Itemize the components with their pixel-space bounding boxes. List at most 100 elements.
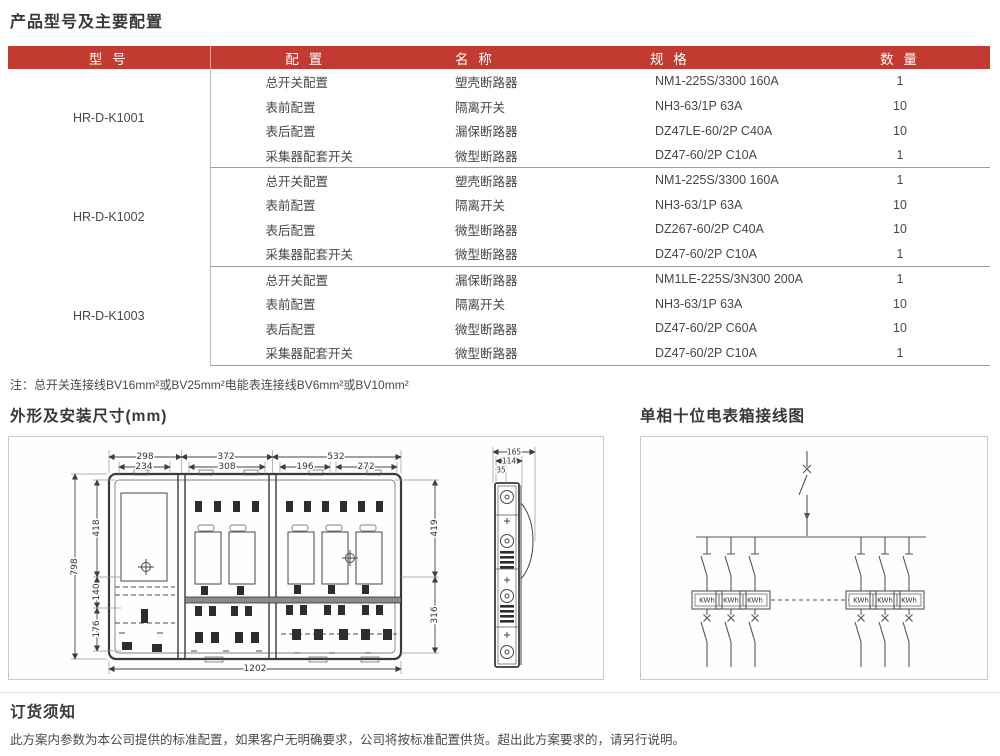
table-row: 采集器配套开关 微型断路器 DZ47-60/2P C10A 1 [8, 340, 990, 366]
dim-label: 418 [92, 519, 102, 536]
dim-label: 532 [327, 452, 344, 462]
circle-plus-mark [342, 550, 358, 566]
dim-label: 798 [70, 558, 80, 575]
dim-label: 1202 [244, 664, 267, 674]
model-cell: HR-D-K1002 [8, 167, 211, 267]
ordering-text: 此方案内参数为本公司提供的标准配置，如果客户无明确要求，公司将按标准配置供货。超… [10, 733, 686, 747]
model-cell: HR-D-K1001 [8, 69, 211, 168]
wiring-diagram: KWh KWh KWh KWh [691, 451, 926, 667]
qty-cell: 1 [810, 143, 990, 169]
name-cell: 塑壳断路器 [455, 174, 518, 189]
qty-cell: 10 [893, 321, 907, 336]
dim-label: 272 [357, 462, 374, 472]
table-row: 表后配置 微型断路器 DZ47-60/2P C60A 10 [8, 316, 990, 341]
table-row: 采集器配套开关 微型断路器 DZ47-60/2P C10A 1 [8, 241, 990, 267]
qty-cell: 10 [893, 123, 907, 138]
name-cell: 隔离开关 [455, 298, 506, 313]
qty-cell: 1 [896, 74, 904, 89]
spec-cell: DZ47-60/2P C10A [595, 340, 810, 366]
config-cell: 采集器配套开关 [210, 241, 400, 267]
configuration-table: 型 号 配 置 名 称 规 格 数 量 HR-D-K1001 总开关配置 塑壳断… [8, 46, 990, 366]
dim-label: 419 [430, 519, 440, 536]
kwh-meter-label: KWh [853, 597, 869, 605]
spec-cell: NM1-225S/3300 160A [655, 74, 779, 89]
meter-branch: KWh [845, 537, 877, 667]
meter-branch: KWh [739, 537, 771, 667]
dim-label: 316 [430, 606, 440, 623]
dim-label: 114 [502, 457, 517, 466]
dim-label: 35 [496, 466, 506, 475]
header-qty: 数 量 [810, 46, 990, 69]
side-view-drawing [494, 482, 534, 668]
header-model: 型 号 [8, 46, 211, 69]
name-cell: 微型断路器 [400, 143, 595, 169]
config-cell: 表后配置 [265, 223, 316, 238]
table-header-row: 型 号 配 置 名 称 规 格 数 量 [8, 46, 990, 69]
config-cell: 总开关配置 [265, 273, 329, 288]
ordering-title: 订货须知 [10, 704, 77, 721]
name-cell: 塑壳断路器 [455, 75, 518, 90]
kwh-meter-label: KWh [747, 597, 763, 605]
dim-label: 196 [296, 462, 313, 472]
outline-drawing-panel: 298 372 532 234 308 196 272 798 418 140 [8, 436, 604, 680]
config-cell: 总开关配置 [265, 174, 329, 189]
name-cell: 微型断路器 [400, 340, 595, 366]
name-cell: 微型断路器 [400, 241, 595, 267]
table-row: 表后配置 漏保断路器 DZ47LE-60/2P C40A 10 [8, 118, 990, 143]
spec-cell: NM1LE-225S/3N300 200A [655, 272, 804, 287]
side-view-dimensions: 165 114 35 [492, 446, 536, 541]
name-cell: 微型断路器 [455, 322, 518, 337]
table-row: 表后配置 微型断路器 DZ267-60/2P C40A 10 [8, 217, 990, 242]
config-cell: 表后配置 [265, 322, 316, 337]
wiring-diagram-panel: KWh KWh KWh KWh [640, 436, 988, 680]
section-title-wiring: 单相十位电表箱接线图 [640, 408, 806, 425]
qty-cell: 1 [896, 173, 904, 188]
spec-cell: NH3-63/1P 63A [655, 197, 743, 212]
config-cell: 总开关配置 [265, 75, 329, 90]
qty-cell: 10 [893, 99, 907, 114]
meter-branch: KWh [691, 537, 723, 667]
spec-cell: DZ47-60/2P C10A [595, 241, 810, 267]
spec-cell: DZ47-60/2P C60A [655, 321, 757, 336]
header-name: 名 称 [400, 46, 595, 69]
config-cell: 表前配置 [265, 100, 316, 115]
dim-label: 234 [135, 462, 152, 472]
main-switch-symbol [798, 451, 812, 536]
meter-branch: KWh [893, 537, 925, 667]
section-title-dimensions: 外形及安装尺寸(mm) [10, 408, 168, 425]
page-title: 产品型号及主要配置 [10, 14, 164, 31]
qty-cell: 10 [893, 197, 907, 212]
kwh-meter-label: KWh [901, 597, 917, 605]
qty-cell: 10 [893, 296, 907, 311]
table-row: 表前配置 隔离开关 NH3-63/1P 63A 10 [8, 94, 990, 119]
outline-drawing: 298 372 532 234 308 196 272 798 418 140 [69, 446, 536, 676]
vent-slats [500, 551, 514, 623]
name-cell: 隔离开关 [455, 199, 506, 214]
name-cell: 漏保断路器 [455, 273, 518, 288]
name-cell: 隔离开关 [455, 100, 506, 115]
dim-label: 176 [92, 620, 102, 637]
qty-cell: 10 [893, 222, 907, 237]
front-view-drawing [107, 469, 403, 663]
qty-cell: 1 [896, 272, 904, 287]
table-row: 表前配置 隔离开关 NH3-63/1P 63A 10 [8, 291, 990, 316]
config-cell: 表前配置 [265, 199, 316, 214]
kwh-meter-label: KWh [877, 597, 893, 605]
model-cell: HR-D-K1003 [8, 266, 211, 366]
spec-cell: NH3-63/1P 63A [655, 296, 743, 311]
header-spec: 规 格 [595, 46, 810, 69]
qty-cell: 1 [810, 340, 990, 366]
spec-cell: NH3-63/1P 63A [655, 99, 743, 114]
meter-branch: KWh [715, 537, 747, 667]
spec-cell: NM1-225S/3300 160A [655, 173, 779, 188]
name-cell: 微型断路器 [455, 223, 518, 238]
front-view-dimensions: 298 372 532 234 308 196 272 798 418 140 [69, 450, 442, 676]
dim-label: 308 [218, 462, 235, 472]
dim-label: 372 [217, 452, 234, 462]
meter-branch: KWh [869, 537, 901, 667]
config-cell: 采集器配套开关 [210, 143, 400, 169]
section-divider [0, 692, 1000, 693]
config-cell: 表后配置 [265, 125, 316, 140]
spec-cell: DZ47-60/2P C10A [595, 143, 810, 169]
